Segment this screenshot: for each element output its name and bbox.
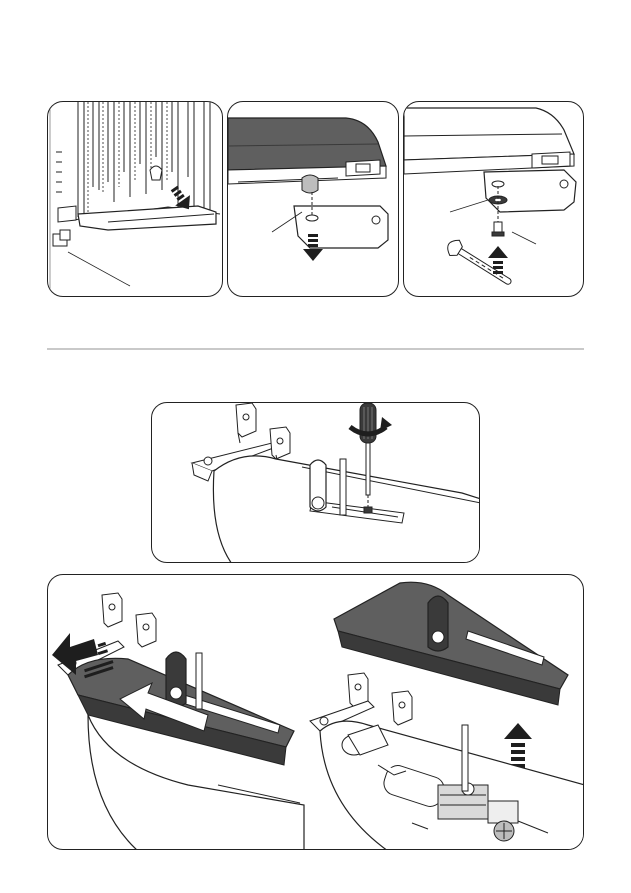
bracket-removal-illustration bbox=[228, 102, 399, 297]
gate-leaf-illustration bbox=[48, 102, 223, 297]
step-5-panel bbox=[47, 574, 584, 850]
post-bracket bbox=[310, 673, 412, 731]
step-1-panel bbox=[47, 101, 223, 297]
wrench-icon bbox=[444, 237, 515, 291]
gate-bars bbox=[78, 102, 210, 220]
step-4-panel bbox=[151, 402, 480, 563]
operator-body bbox=[78, 206, 216, 230]
page-number bbox=[0, 862, 631, 876]
cover-removal-illustration bbox=[48, 575, 584, 850]
washer-screw-illustration bbox=[404, 102, 584, 297]
release-key-icon bbox=[166, 652, 202, 709]
step-2-panel bbox=[227, 101, 399, 297]
step-3-panel bbox=[403, 101, 584, 297]
cover-screw-illustration bbox=[152, 403, 480, 563]
screw bbox=[492, 222, 504, 236]
release-key-icon bbox=[428, 596, 448, 651]
post-bracket bbox=[53, 206, 76, 246]
section-divider bbox=[47, 348, 584, 350]
pin bbox=[302, 175, 318, 193]
